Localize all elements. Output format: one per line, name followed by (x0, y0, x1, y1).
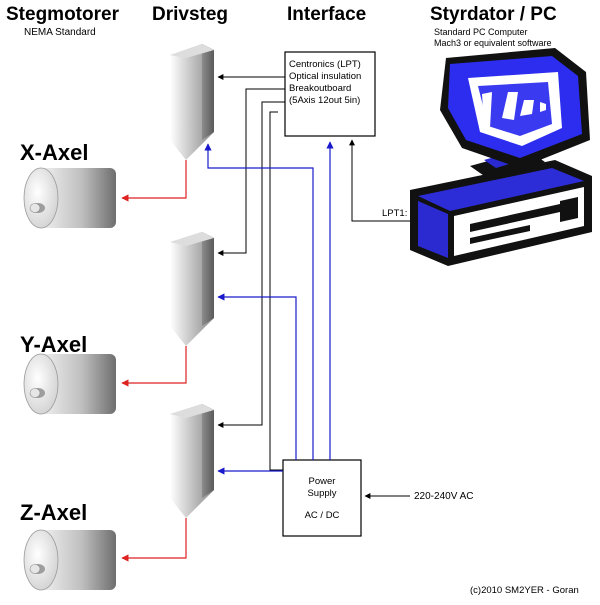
interface-box-line4: (5Axis 12out 5in) (289, 95, 360, 106)
subheader-pc-line2: Mach3 or equivalent software (434, 38, 552, 48)
header-styrdator: Styrdator / PC (430, 4, 557, 25)
power-supply-line3: AC / DC (305, 510, 340, 521)
copyright-text: (c)2010 SM2YER - Goran (470, 585, 579, 596)
power-supply-line1: Power (309, 476, 336, 487)
axis-label-x: X-Axel (20, 140, 88, 165)
motor-wires (121, 160, 187, 562)
subheader-pc-line1: Standard PC Computer (434, 27, 528, 37)
power-supply-box (282, 459, 362, 537)
interface-box-line3: Breakoutboard (289, 83, 351, 94)
interface-box-line1: Centronics (LPT) (289, 59, 361, 70)
lpt-label: LPT1: (382, 208, 407, 219)
interface-box (284, 51, 376, 137)
stepper-motor-y (23, 353, 116, 415)
stepper-motor-x (23, 167, 116, 229)
mains-label: 220-240V AC (414, 491, 474, 502)
driver-stage-x (170, 44, 214, 160)
stepper-motor-z (23, 529, 116, 591)
driver-stage-y (170, 232, 214, 346)
subheader-nema: NEMA Standard (24, 27, 96, 38)
signal-wires (217, 74, 415, 499)
driver-stage-z (170, 404, 214, 518)
power-supply-line2: Supply (307, 488, 336, 499)
power-wires (204, 141, 334, 475)
axis-label-z: Z-Axel (20, 500, 87, 525)
interface-box-line2: Optical insulation (289, 71, 361, 82)
header-drivsteg: Drivsteg (152, 4, 228, 25)
pc-computer (410, 48, 592, 266)
header-interface: Interface (287, 4, 366, 25)
axis-label-y: Y-Axel (20, 332, 87, 357)
header-stegmotorer: Stegmotorer (6, 4, 120, 25)
